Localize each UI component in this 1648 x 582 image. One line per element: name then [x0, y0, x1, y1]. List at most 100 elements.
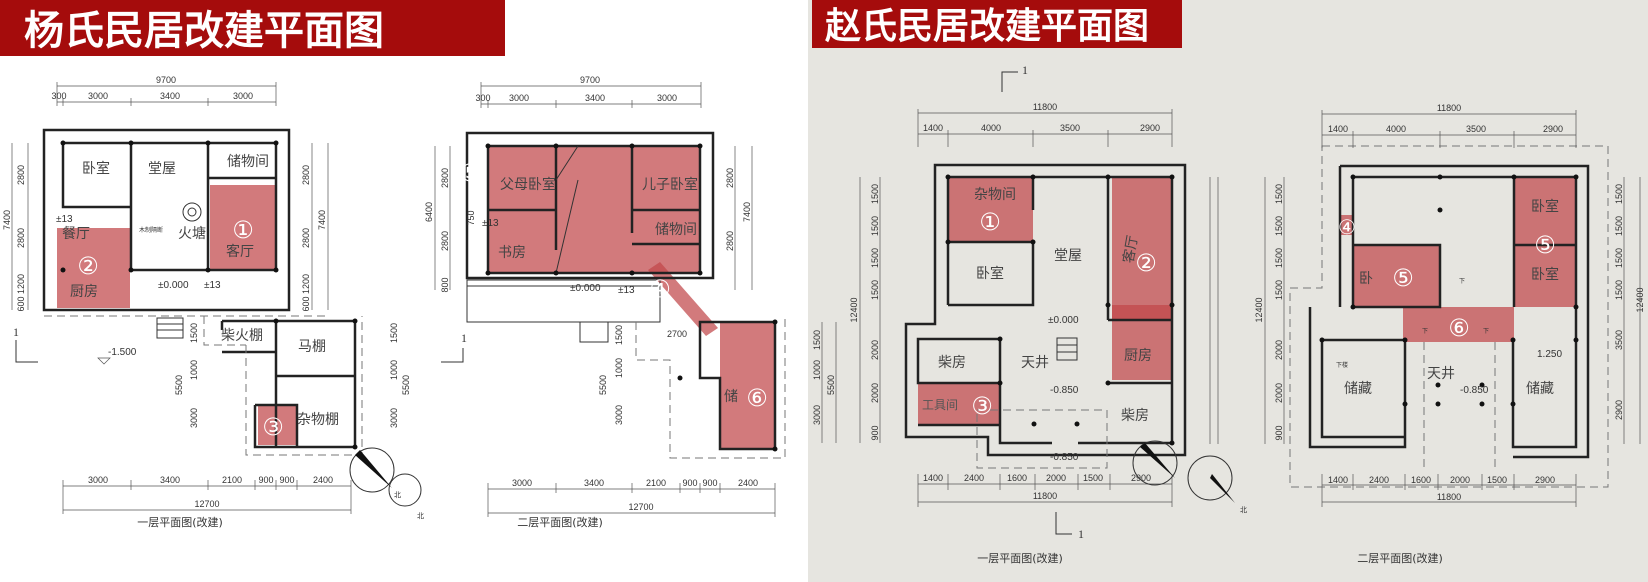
dimension: 12400	[849, 297, 859, 322]
dimension: 900	[1274, 425, 1284, 440]
highlight-area-5a	[1514, 177, 1576, 307]
dimension: 1500	[614, 325, 624, 345]
dimension: 2800	[725, 231, 735, 251]
dimension: 12700	[194, 499, 219, 509]
dimension: 3000	[614, 405, 624, 425]
zhao-title: 赵氏民居改建平面图	[825, 6, 1149, 47]
dimension: 2000	[870, 383, 880, 403]
dimension: 12400	[1635, 287, 1645, 312]
highlight-area-3	[918, 383, 1000, 425]
dimension: 1000	[189, 360, 199, 380]
dimension: 9700	[580, 75, 600, 85]
stair-label: 下	[1483, 328, 1489, 335]
dimension: 2400	[738, 478, 758, 488]
level-label: ±0.000	[1048, 315, 1079, 326]
dimension: 1500	[870, 216, 880, 236]
room-label: 马棚	[298, 339, 326, 355]
dimension: 1400	[1328, 475, 1348, 485]
dimension: 2000	[1450, 475, 1470, 485]
svg-text:北: 北	[394, 491, 401, 499]
section-label: 1	[1022, 63, 1028, 77]
room-label: 书房	[498, 245, 526, 261]
marker-1: ①	[979, 208, 1001, 236]
dimension: 5500	[826, 375, 836, 395]
dimension: 2900	[1614, 400, 1624, 420]
dimension: 11800	[1033, 491, 1057, 501]
room-label: 客厅	[226, 243, 254, 260]
dimension: 600	[301, 296, 311, 311]
dimension: 3400	[160, 475, 180, 485]
dimension: 11800	[1437, 103, 1461, 113]
room-label: 儿子卧室	[642, 176, 698, 193]
section-mark-bottom	[1055, 512, 1072, 535]
room-label: 厨房	[1124, 348, 1152, 364]
room-label: 火塘	[178, 226, 206, 242]
room-label: 天井	[1427, 366, 1455, 382]
yang-title: 杨氏民居改建平面图	[24, 8, 384, 54]
room-label: 天井	[1021, 355, 1049, 371]
level-label: ±0.000	[570, 283, 601, 294]
dimension: 5500	[598, 375, 608, 395]
dimension: 3000	[812, 405, 822, 425]
partition-label: 木制隔断	[139, 226, 163, 234]
dimension: 9700	[156, 75, 176, 85]
room-label: 工具间	[922, 398, 958, 412]
marker-6: ⑥	[746, 384, 768, 412]
dimension: 2400	[964, 473, 984, 483]
plan-caption: 二层平面图(改建)	[1357, 551, 1443, 565]
dimension: 5500	[174, 375, 184, 395]
dimension: 7400	[2, 210, 12, 230]
dimension: 600	[16, 296, 26, 311]
room-label: 堂屋	[1054, 248, 1082, 264]
dimension: 1200	[16, 274, 26, 294]
room-label: 储藏	[1344, 381, 1372, 397]
level-label: 1.250	[1537, 349, 1562, 360]
section-mark-top	[1001, 71, 1018, 92]
dimension: 2100	[222, 475, 242, 485]
yang-ground-floor-plan: 卧室 堂屋 储物间 火塘 客厅 餐厅 厨房 柴火棚 马棚 杂物棚 木制隔断 ① …	[2, 75, 401, 529]
dimension: 3000	[88, 475, 108, 485]
section-mark	[15, 340, 38, 363]
level-label: -0.850	[1050, 385, 1079, 396]
dimension: 2000	[1274, 340, 1284, 360]
dimension: 2800	[440, 168, 450, 188]
dimension: 3400	[160, 91, 180, 101]
dimension: 4000	[981, 123, 1001, 133]
dimension: 750	[466, 210, 476, 225]
dimension: 1500	[389, 323, 399, 343]
dimension: 1500	[1614, 248, 1624, 268]
north-arrow-icon: 北	[1187, 455, 1247, 514]
dimension: 1500	[1487, 475, 1507, 485]
dimension: 3400	[584, 478, 604, 488]
dimension: 1600	[1411, 475, 1431, 485]
highlight-area-2	[1112, 177, 1172, 320]
dimension: 2400	[1369, 475, 1389, 485]
dimension: 3500	[1466, 124, 1486, 134]
room-label: 储物间	[227, 154, 269, 170]
highlight-area-1	[948, 177, 1033, 242]
highlight-area-2	[57, 228, 130, 308]
section-label: 1	[13, 325, 19, 339]
marker-4: ④	[649, 275, 671, 303]
dimension: 3500	[1614, 330, 1624, 350]
dimension: 2100	[646, 478, 666, 488]
dimension: 900	[279, 475, 294, 485]
highlight-area-2b	[1112, 305, 1172, 380]
dimension: 3400	[585, 93, 605, 103]
level-label: -1.500	[108, 347, 137, 358]
room-label: 储物间	[655, 222, 697, 238]
dimension: 1400	[923, 123, 943, 133]
dimension: 1000	[614, 358, 624, 378]
level-label: ±13	[482, 218, 499, 229]
dimension: 7400	[742, 202, 752, 222]
marker-6: ⑥	[1448, 314, 1470, 342]
marker-1: ①	[232, 216, 254, 244]
dimension: 2400	[313, 475, 333, 485]
level-label: ±0.000	[158, 280, 189, 291]
level-label: -0.850	[1050, 452, 1079, 463]
marker-5: ⑤	[1392, 264, 1414, 292]
plan-caption: 二层平面图(改建)	[517, 515, 603, 529]
highlight-area-4	[1341, 215, 1353, 235]
dimension: 900	[258, 475, 273, 485]
dimension: 2900	[1535, 475, 1555, 485]
